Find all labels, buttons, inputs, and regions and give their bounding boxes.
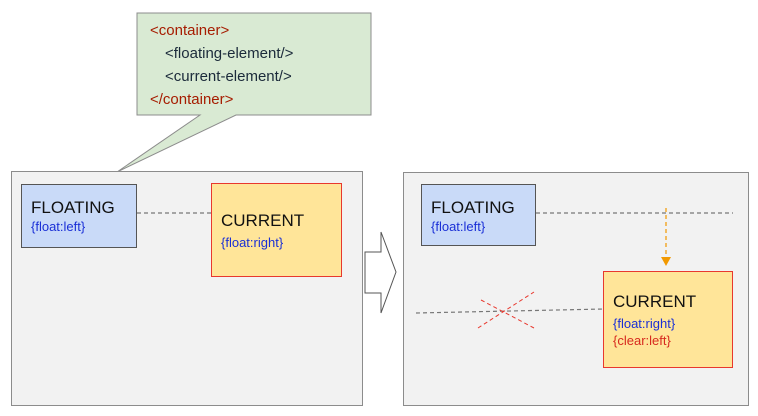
left-current-title: CURRENT xyxy=(221,211,305,230)
code-line-floating-element: <floating-element/> xyxy=(165,45,294,62)
left-floating-prop: {float:left} xyxy=(31,219,86,234)
right-lower-dashed-line xyxy=(415,308,605,314)
right-current-box: CURRENT {float:right} {clear:left} xyxy=(603,271,733,368)
code-callout-bubble xyxy=(116,12,372,173)
left-current-prop: {float:right} xyxy=(221,235,284,250)
move-down-arrow-head xyxy=(661,257,671,266)
cross-mark-line-1 xyxy=(480,299,535,329)
right-current-title: CURRENT xyxy=(613,292,697,311)
code-line-current-element: <current-element/> xyxy=(165,68,292,85)
right-floating-box: FLOATING {float:left} xyxy=(421,184,536,246)
code-line-container-open: <container> xyxy=(150,22,230,39)
left-floating-title: FLOATING xyxy=(31,198,115,217)
cross-mark-line-2 xyxy=(477,291,535,329)
right-current-prop-float: {float:right} xyxy=(613,316,676,331)
code-line-container-close: </container> xyxy=(150,91,234,108)
left-current-box: CURRENT {float:right} xyxy=(211,183,342,277)
right-current-prop-clear: {clear:left} xyxy=(613,333,671,348)
left-floating-box: FLOATING {float:left} xyxy=(21,184,137,248)
right-floating-prop: {float:left} xyxy=(431,219,486,234)
transition-arrow-icon xyxy=(364,231,397,314)
right-floating-title: FLOATING xyxy=(431,198,515,217)
